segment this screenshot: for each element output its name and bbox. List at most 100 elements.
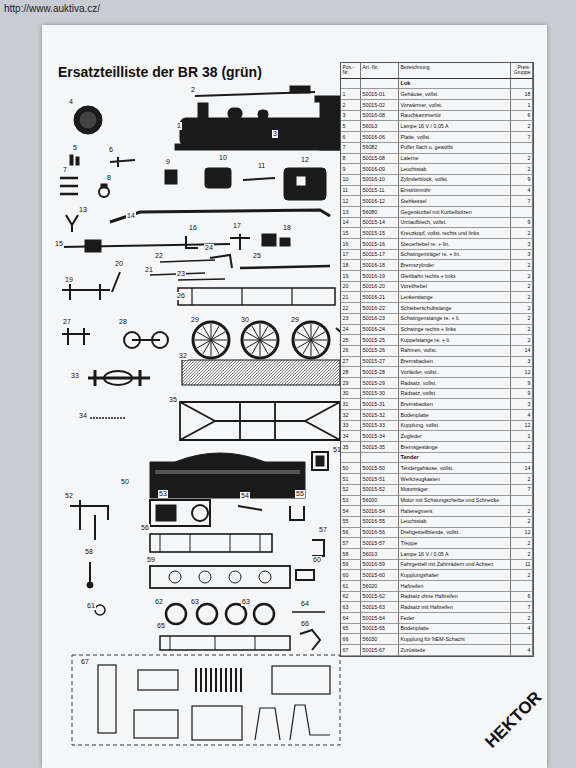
table-cell: Feder xyxy=(399,613,511,624)
callout-number: 52 xyxy=(64,492,74,500)
table-cell: 50015-29 xyxy=(361,378,399,389)
table-cell: 65 xyxy=(341,624,361,635)
callout-number: 60 xyxy=(312,556,322,564)
callout-number: 18 xyxy=(282,224,292,232)
table-cell: 12 xyxy=(511,528,533,539)
callout-number: 14 xyxy=(126,212,136,220)
callout-number: 17 xyxy=(232,222,242,230)
callout-number: 3 xyxy=(272,130,278,138)
table-cell: Fahrgestell mit Zahnrädern und Achsen xyxy=(399,560,511,571)
table-cell: Bremsbacken xyxy=(399,399,511,410)
table-cell: 2 xyxy=(511,164,533,175)
table-cell: Radsatz, vollst. xyxy=(399,389,511,400)
table-cell: 50015-14 xyxy=(361,218,399,229)
table-cell: 50015-67 xyxy=(361,645,399,656)
table-cell: Lampe 16 V / 0,05 A xyxy=(399,549,511,560)
table-cell: 2 xyxy=(511,260,533,271)
callout-number: 50 xyxy=(120,478,130,486)
callout-number: 58 xyxy=(84,548,94,556)
table-cell: 62 xyxy=(341,592,361,603)
table-cell: 12 xyxy=(341,196,361,207)
table-cell: 2 xyxy=(511,442,533,453)
table-cell: 7 xyxy=(511,485,533,496)
table-cell: 56 xyxy=(341,528,361,539)
table-cell: Gehäuse, vollst. xyxy=(399,89,511,100)
table-cell: Halteregment xyxy=(399,506,511,517)
table-cell: 14 xyxy=(511,463,533,474)
table-cell: 63 xyxy=(341,602,361,613)
table-cell: 50016-59 xyxy=(361,560,399,571)
callout-number: 13 xyxy=(78,206,88,214)
table-cell: 2 xyxy=(511,228,533,239)
table-cell: 11 xyxy=(341,186,361,197)
table-cell: Platte, vollst. xyxy=(399,132,511,143)
callout-number: 22 xyxy=(154,252,164,260)
table-cell: 50016-21 xyxy=(361,292,399,303)
table-cell: 2 xyxy=(511,549,533,560)
table-cell: 50016-55 xyxy=(361,517,399,528)
table-cell: 2 xyxy=(511,303,533,314)
table-cell: 50015-30 xyxy=(361,389,399,400)
table-cell: Radsatz mit Haftreifen xyxy=(399,602,511,613)
column-header: Preis-Gruppe xyxy=(511,63,533,79)
table-cell: Schwingenstange re. + li. xyxy=(399,314,511,325)
table-cell: 50016-08 xyxy=(361,111,399,122)
table-cell: Einströmrohr xyxy=(399,186,511,197)
callout-number: 32 xyxy=(178,352,188,360)
table-cell: Motor mit Schwungscheibe und Schnecke xyxy=(399,496,511,507)
table-cell: 9 xyxy=(511,175,533,186)
table-cell: 56082 xyxy=(361,143,399,154)
table-filler xyxy=(361,453,399,464)
table-cell: 3 xyxy=(511,250,533,261)
table-cell: Leuchtstab xyxy=(399,517,511,528)
table-cell: 2 xyxy=(511,154,533,165)
table-cell: Bremsgestänge xyxy=(399,442,511,453)
table-cell: 50016-09 xyxy=(361,164,399,175)
table-cell: 56013 xyxy=(361,549,399,560)
table-cell: Motorträger xyxy=(399,485,511,496)
table-cell: 50015-65 xyxy=(361,624,399,635)
table-cell: 26 xyxy=(341,346,361,357)
callout-number: 12 xyxy=(300,156,310,164)
column-header: Bezeichnung xyxy=(399,63,511,79)
table-cell: Rauchkammertür xyxy=(399,111,511,122)
table-cell: 50015-63 xyxy=(361,602,399,613)
table-cell: Kreuzkopf, vollst. rechts und links xyxy=(399,228,511,239)
table-cell: Bodenplatte xyxy=(399,410,511,421)
table-cell: 9 xyxy=(511,218,533,229)
table-cell: 59 xyxy=(341,560,361,571)
callout-number: 56 xyxy=(140,524,150,532)
callout-number: 53 xyxy=(158,490,168,498)
table-cell: 50015-51 xyxy=(361,474,399,485)
table-cell: 1 xyxy=(511,100,533,111)
table-cell: Laterne xyxy=(399,154,511,165)
table-cell: 50015-16 xyxy=(361,239,399,250)
section-heading: Tender xyxy=(399,453,511,464)
table-cell: 66 xyxy=(341,634,361,645)
callout-number: 64 xyxy=(300,600,310,608)
callout-number: 16 xyxy=(188,224,198,232)
table-cell: 4 xyxy=(511,645,533,656)
table-filler xyxy=(511,581,533,592)
callout-number: 67 xyxy=(80,658,90,666)
table-cell: Bremszylinder xyxy=(399,260,511,271)
table-cell: 2 xyxy=(511,570,533,581)
table-cell: 50016-20 xyxy=(361,282,399,293)
callout-number: 26 xyxy=(176,292,186,300)
table-cell: 54 xyxy=(341,506,361,517)
table-cell: 50015-35 xyxy=(361,442,399,453)
table-cell: 2 xyxy=(341,100,361,111)
table-cell: Lampe 16 V / 0,05 A xyxy=(399,121,511,132)
table-cell: 50015-34 xyxy=(361,431,399,442)
table-cell: 64 xyxy=(341,613,361,624)
table-cell: 50015-11 xyxy=(361,186,399,197)
table-cell: Schwingenträger re. + lin. xyxy=(399,250,511,261)
callout-number: 20 xyxy=(114,260,124,268)
table-filler xyxy=(341,79,361,90)
table-cell: Gegenkurbel mit Kurbelbolzen xyxy=(399,207,511,218)
table-cell: 50016-18 xyxy=(361,260,399,271)
table-cell: 9 xyxy=(511,389,533,400)
table-cell: 9 xyxy=(341,164,361,175)
table-cell: 4 xyxy=(511,624,533,635)
table-cell: Steuerhebel re. + lin. xyxy=(399,239,511,250)
